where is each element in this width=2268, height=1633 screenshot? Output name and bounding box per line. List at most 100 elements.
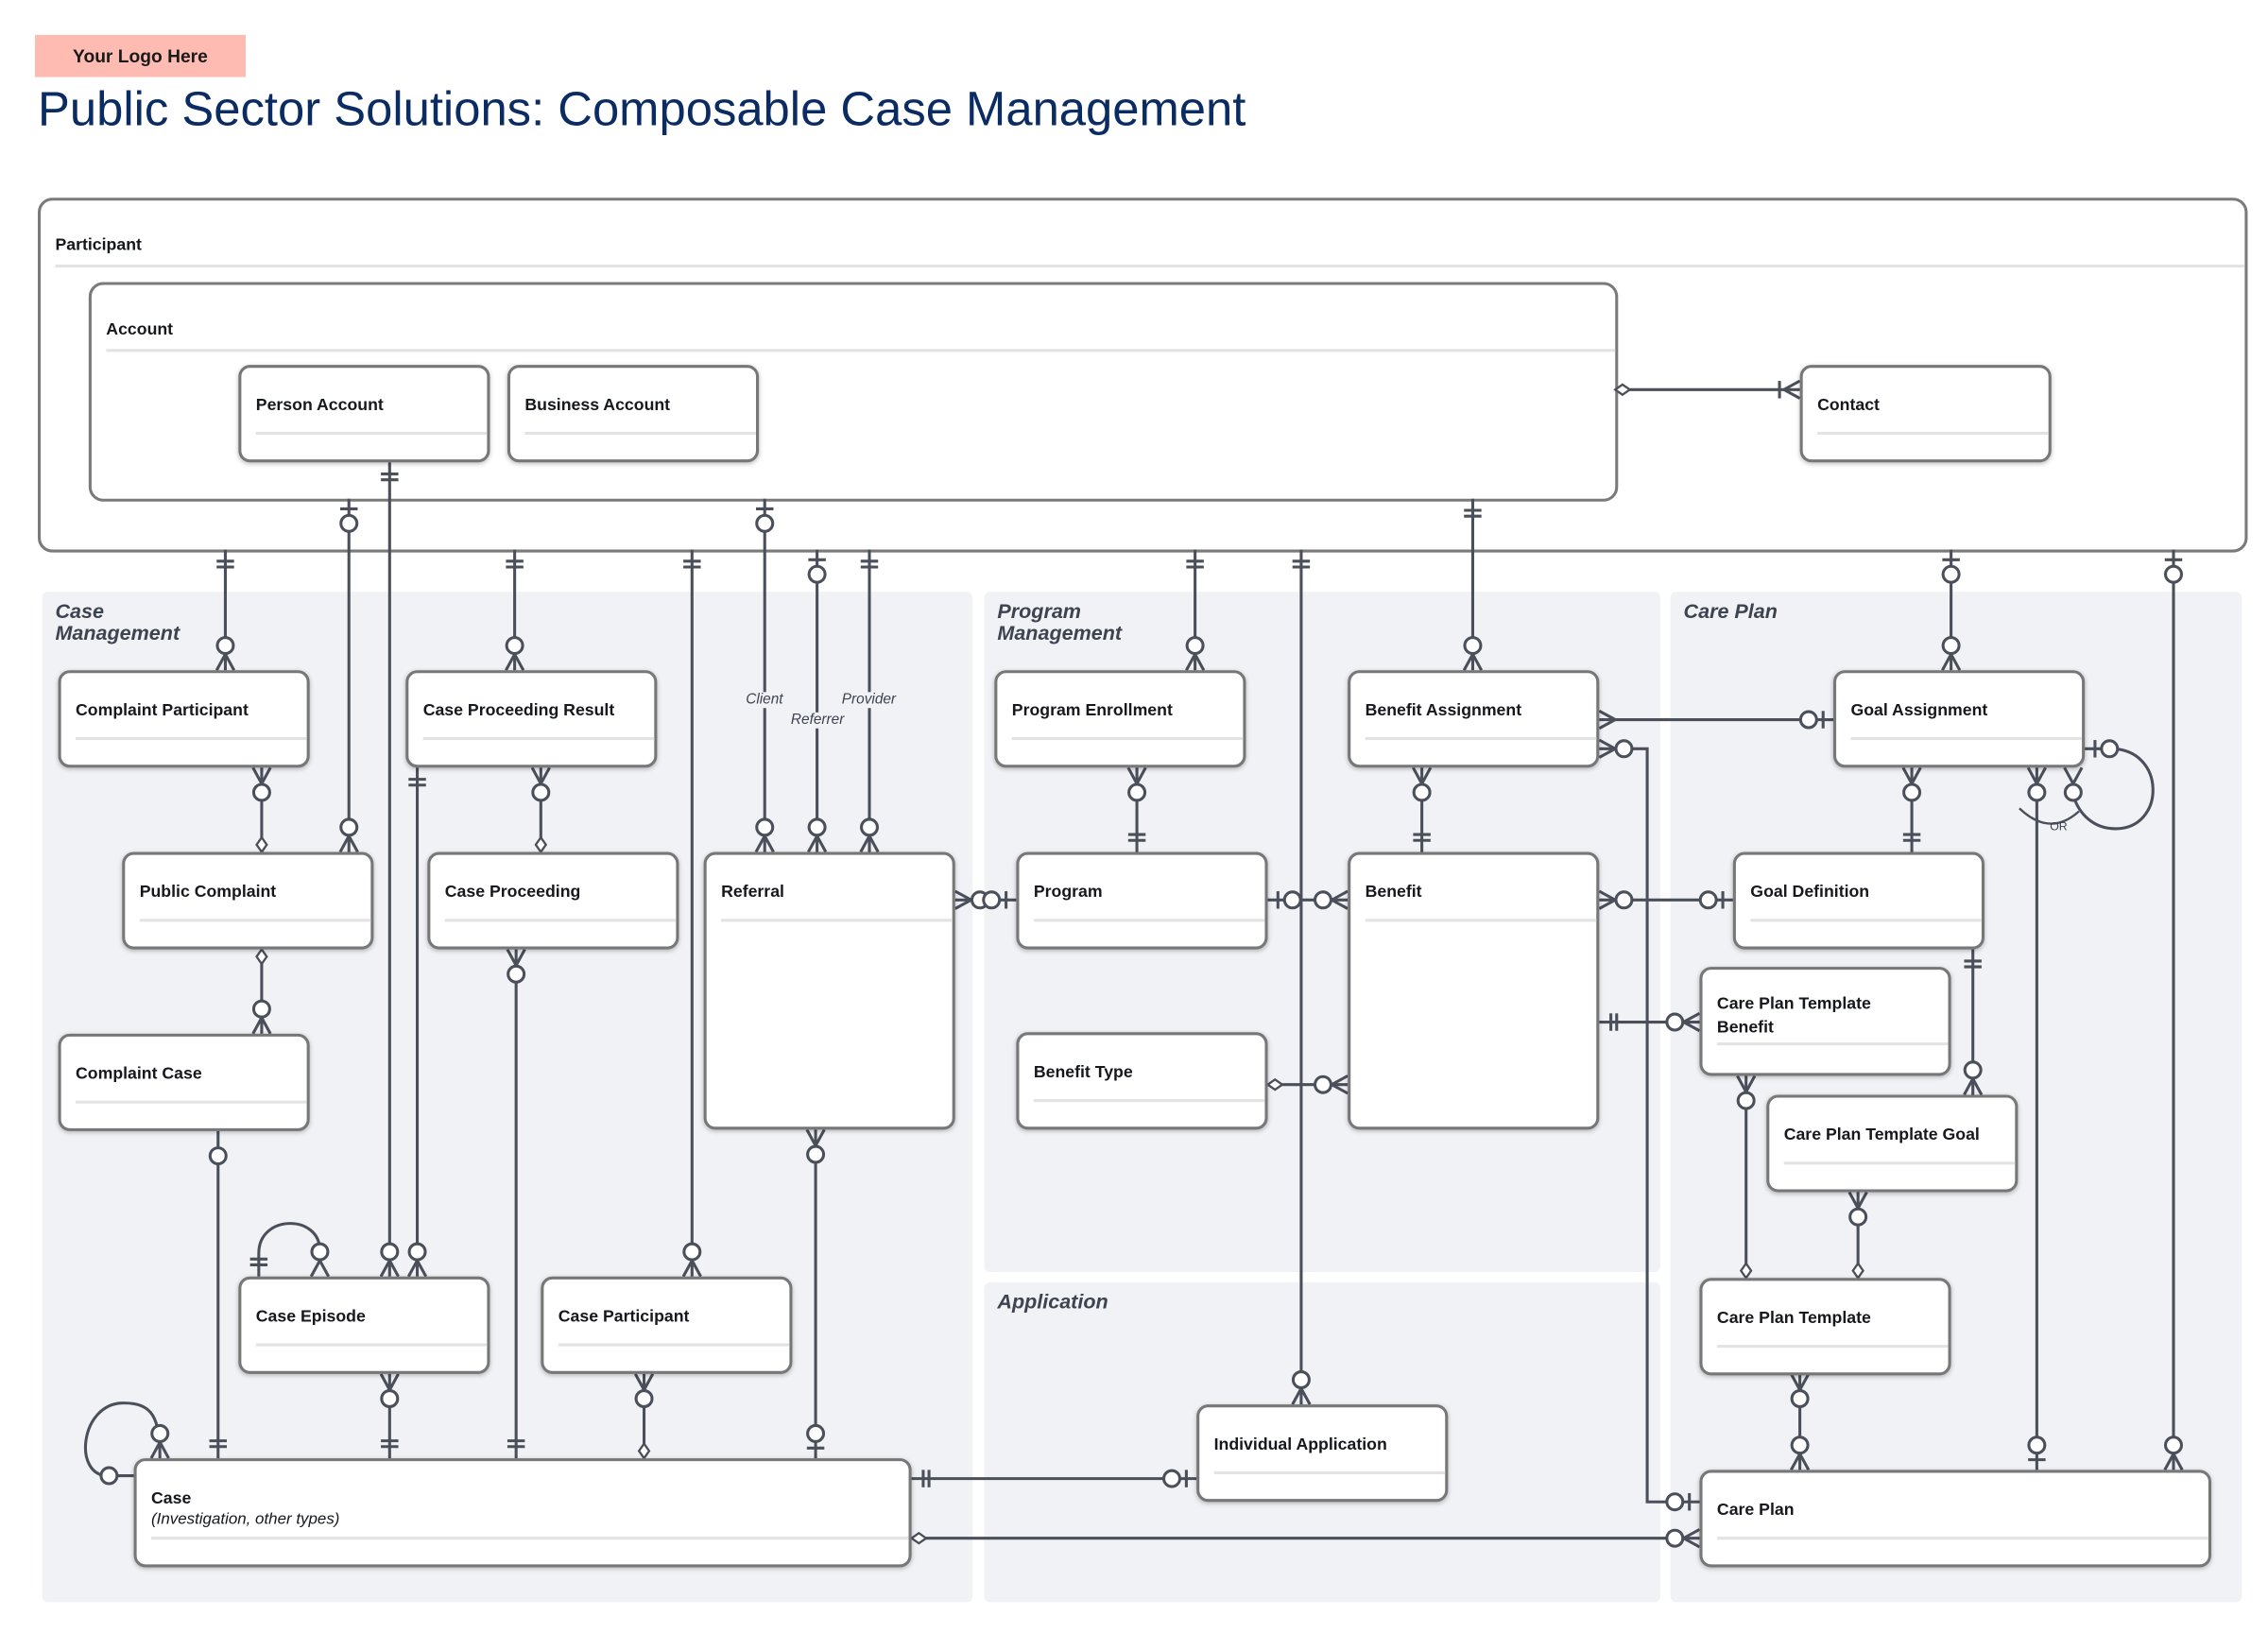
entity-care-plan-template[interactable]: Care Plan Template: [1699, 1278, 1951, 1376]
entity-name: Contact: [1817, 396, 1880, 415]
optional-circle: [1902, 782, 1922, 802]
optional-circle: [1790, 1388, 1810, 1408]
crows-foot: [763, 834, 775, 853]
entity-case-episode[interactable]: Case Episode: [238, 1276, 490, 1374]
entity-name: Benefit Type: [1033, 1064, 1133, 1082]
optional-circle: [310, 1242, 330, 1262]
group-label: Program Management: [997, 598, 1123, 645]
crows-foot: [1598, 738, 1616, 750]
crows-foot: [1744, 1074, 1757, 1093]
entity-name: Care Plan: [1716, 1502, 1795, 1520]
optional-circle: [1313, 890, 1332, 910]
entity-name: Benefit: [1365, 884, 1422, 902]
crows-foot: [1941, 653, 1952, 671]
crows-foot: [1598, 889, 1616, 902]
crows-foot: [2063, 766, 2075, 784]
entity-program-enrollment[interactable]: Program Enrollment: [994, 670, 1246, 768]
crows-foot: [816, 834, 828, 853]
optional-circle: [2027, 1435, 2047, 1455]
optional-circle: [1665, 1528, 1685, 1548]
entity-business-account[interactable]: Business Account: [507, 365, 760, 463]
entity-goal-assignment[interactable]: Goal Assignment: [1832, 670, 2086, 768]
optional-circle: [2027, 782, 2047, 802]
entity-complaint-case[interactable]: Complaint Case: [58, 1033, 310, 1131]
entity-complaint-participant[interactable]: Complaint Participant: [58, 670, 310, 768]
entity-benefit-assignment[interactable]: Benefit Assignment: [1348, 670, 1600, 768]
entity-benefit-type[interactable]: Benefit Type: [1016, 1032, 1268, 1130]
crows-foot: [1598, 898, 1616, 910]
crows-foot: [643, 1373, 655, 1391]
entity-name: Referral: [721, 884, 784, 902]
entity-program[interactable]: Program: [1016, 851, 1268, 950]
optional-circle: [1665, 1492, 1685, 1512]
relationship-line: [1599, 747, 1700, 1504]
entity-case-participant[interactable]: Case Participant: [541, 1276, 793, 1374]
optional-circle: [1798, 710, 1818, 730]
crows-foot: [1331, 1074, 1349, 1087]
crows-foot: [754, 834, 766, 853]
account-label: Account: [106, 320, 174, 339]
crows-foot: [1782, 387, 1801, 400]
entity-name: Public Complaint: [139, 884, 277, 902]
crows-foot: [530, 766, 542, 784]
optional-circle: [99, 1466, 119, 1486]
crows-foot: [158, 1441, 170, 1459]
entity-referral[interactable]: Referral: [703, 851, 955, 1130]
crows-foot: [1901, 766, 1914, 784]
entity-person-account[interactable]: Person Account: [238, 365, 490, 463]
crows-foot: [1291, 1387, 1303, 1405]
diamond-marker: [1851, 1261, 1864, 1281]
crows-foot: [1185, 653, 1196, 671]
group-label: Application: [997, 1289, 1108, 1314]
entity-individual-application[interactable]: Individual Application: [1196, 1404, 1449, 1503]
entity-name: Case Proceeding: [444, 884, 581, 902]
crows-foot: [1682, 1021, 1701, 1033]
crows-foot: [1847, 1191, 1860, 1210]
crows-foot: [1782, 379, 1801, 391]
entity-public-complaint[interactable]: Public Complaint: [122, 851, 374, 950]
optional-circle: [2163, 1435, 2183, 1455]
crows-foot: [506, 948, 518, 967]
entity-name: Complaint Case: [75, 1065, 202, 1084]
diamond-marker: [1739, 1261, 1753, 1281]
optional-circle: [806, 1423, 826, 1443]
crows-foot: [514, 948, 526, 967]
entity-case-proceeding[interactable]: Case Proceeding: [427, 851, 679, 950]
relationship-label-client: Client: [744, 692, 785, 709]
crows-foot: [868, 834, 880, 853]
optional-circle: [2063, 782, 2083, 802]
optional-circle: [982, 890, 1002, 910]
page-title: Public Sector Solutions: Composable Case…: [37, 81, 1246, 136]
crows-foot: [318, 1260, 331, 1278]
optional-circle: [1614, 739, 1634, 759]
entity-case-proceeding-result[interactable]: Case Proceeding Result: [405, 670, 658, 768]
entity-care-plan-template-benefit[interactable]: Care Plan Template Benefit: [1699, 967, 1951, 1076]
self-relationship-line: [2071, 747, 2155, 831]
entity-name: Program: [1033, 884, 1103, 902]
crows-foot: [1331, 1083, 1349, 1095]
self-relationship-line: [84, 1401, 162, 1478]
crows-foot: [224, 653, 236, 671]
optional-circle: [1185, 636, 1205, 656]
crows-foot: [1971, 1077, 1984, 1096]
optional-circle: [755, 817, 775, 837]
entity-case[interactable]: Case(Investigation, other types): [133, 1458, 912, 1568]
optional-circle: [807, 564, 827, 584]
entity-benefit[interactable]: Benefit: [1348, 851, 1600, 1130]
crows-foot: [859, 834, 871, 853]
crows-foot: [1950, 653, 1962, 671]
crows-foot: [1462, 653, 1474, 671]
crows-foot: [505, 653, 516, 671]
entity-care-plan[interactable]: Care Plan: [1699, 1470, 2211, 1568]
crows-foot: [633, 1373, 645, 1391]
crows-foot: [805, 1128, 817, 1147]
crows-foot: [954, 898, 972, 910]
crows-foot: [1412, 766, 1423, 784]
entity-care-plan-template-goal[interactable]: Care Plan Template Goal: [1766, 1094, 2019, 1193]
relationship-label-referrer: Referrer: [789, 712, 846, 729]
entity-contact[interactable]: Contact: [1799, 365, 2052, 463]
entity-goal-definition[interactable]: Goal Definition: [1732, 851, 1984, 950]
entity-name: Goal Assignment: [1850, 702, 1988, 720]
optional-circle: [1282, 890, 1302, 910]
entity-name: Case: [150, 1489, 192, 1508]
